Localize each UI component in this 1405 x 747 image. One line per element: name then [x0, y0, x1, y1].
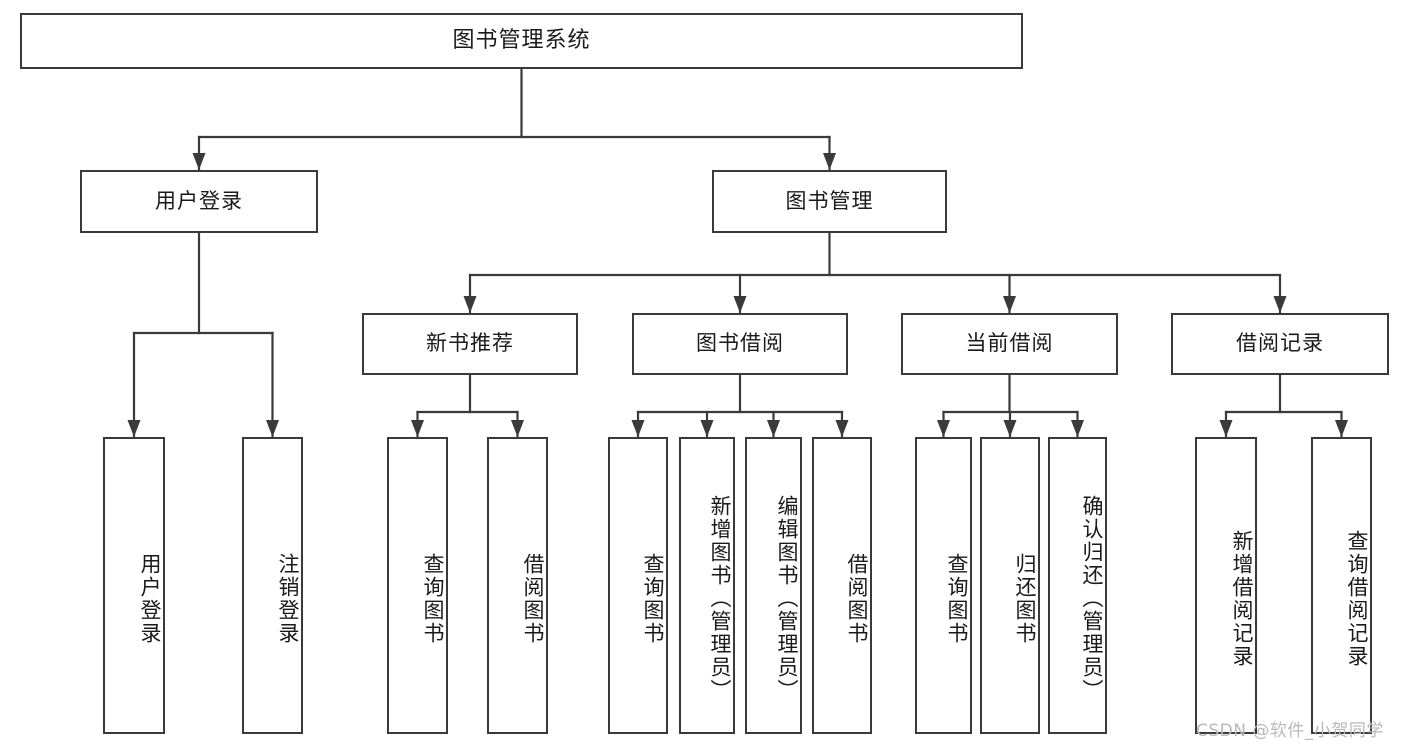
arrow-head-icon-leaf-borrow-book-2 [835, 420, 849, 437]
node-label: 借阅记录 [1236, 331, 1324, 356]
node-label: 归还图书 [1013, 552, 1037, 645]
arrow-head-icon-leaf-query-book-1 [411, 420, 424, 437]
node-n-book-borrow[interactable]: 图书借阅 [632, 313, 848, 375]
arrow-head-icon-n-borrow-record [1273, 296, 1287, 313]
node-leaf-borrow-book-1[interactable]: 借阅图书 [487, 437, 548, 734]
arrow-head-icon-leaf-add-record [1219, 420, 1233, 437]
arrow-head-icon-leaf-borrow-book-1 [511, 420, 524, 437]
node-label: 图书管理 [785, 188, 874, 213]
node-n-new-book-rec[interactable]: 新书推荐 [362, 313, 578, 375]
node-label: 查询图书 [641, 552, 665, 645]
arrow-head-icon-leaf-user-login [127, 420, 141, 437]
arrow-head-icon-n-user-login [192, 153, 206, 170]
arrow-head-icon-leaf-user-logout [266, 420, 279, 437]
node-label: 注销登录 [276, 552, 300, 645]
node-label: 新增图书（管理员） [708, 495, 732, 702]
node-label: 查询借阅记录 [1345, 529, 1369, 668]
node-leaf-confirm-return[interactable]: 确认归还（管理员） [1048, 437, 1107, 734]
arrow-head-icon-n-book-manage [823, 153, 836, 170]
arrow-head-icon-n-book-borrow [733, 296, 747, 313]
node-leaf-edit-book[interactable]: 编辑图书（管理员） [745, 437, 802, 734]
node-root[interactable]: 图书管理系统 [20, 13, 1023, 69]
arrow-head-icon-leaf-add-book [700, 420, 714, 437]
arrow-head-icon-leaf-query-book-2 [631, 420, 645, 437]
node-leaf-user-logout[interactable]: 注销登录 [242, 437, 303, 734]
node-label: 图书借阅 [696, 331, 784, 356]
node-label: 确认归还（管理员） [1080, 495, 1104, 702]
node-label: 新增借阅记录 [1230, 529, 1254, 668]
node-label: 当前借阅 [965, 331, 1054, 356]
node-leaf-query-record[interactable]: 查询借阅记录 [1311, 437, 1372, 734]
node-n-borrow-record[interactable]: 借阅记录 [1171, 313, 1389, 375]
node-n-book-manage[interactable]: 图书管理 [712, 170, 947, 233]
node-leaf-borrow-book-2[interactable]: 借阅图书 [812, 437, 872, 734]
node-label: 用户登录 [138, 552, 162, 645]
node-label: 查询图书 [421, 552, 445, 645]
arrow-head-icon-leaf-query-record [1335, 420, 1348, 437]
arrow-head-icon-leaf-edit-book [767, 420, 780, 437]
arrow-head-icon-leaf-return-book [1003, 420, 1017, 437]
arrow-head-icon-leaf-confirm-return [1071, 420, 1084, 437]
node-leaf-add-record[interactable]: 新增借阅记录 [1195, 437, 1257, 734]
arrow-head-icon-leaf-query-book-3 [937, 420, 950, 437]
node-leaf-user-login[interactable]: 用户登录 [103, 437, 165, 734]
node-label: 用户登录 [155, 188, 243, 213]
node-label: 借阅图书 [845, 552, 869, 645]
node-n-user-login[interactable]: 用户登录 [80, 170, 318, 233]
node-leaf-query-book-2[interactable]: 查询图书 [608, 437, 668, 734]
node-n-current-borrow[interactable]: 当前借阅 [901, 313, 1118, 375]
watermark-label: CSDN @软件_小贺同学 [1196, 721, 1384, 741]
node-label: 查询图书 [945, 552, 969, 645]
node-leaf-return-book[interactable]: 归还图书 [980, 437, 1040, 734]
node-label: 编辑图书（管理员） [775, 495, 799, 702]
node-leaf-query-book-1[interactable]: 查询图书 [387, 437, 448, 734]
node-label: 新书推荐 [426, 331, 514, 356]
node-leaf-add-book[interactable]: 新增图书（管理员） [679, 437, 735, 734]
arrow-head-icon-n-current-borrow [1003, 296, 1016, 313]
node-label: 借阅图书 [521, 552, 545, 645]
node-leaf-query-book-3[interactable]: 查询图书 [915, 437, 972, 734]
node-label: 图书管理系统 [452, 27, 591, 53]
arrow-head-icon-n-new-book-rec [463, 296, 477, 313]
